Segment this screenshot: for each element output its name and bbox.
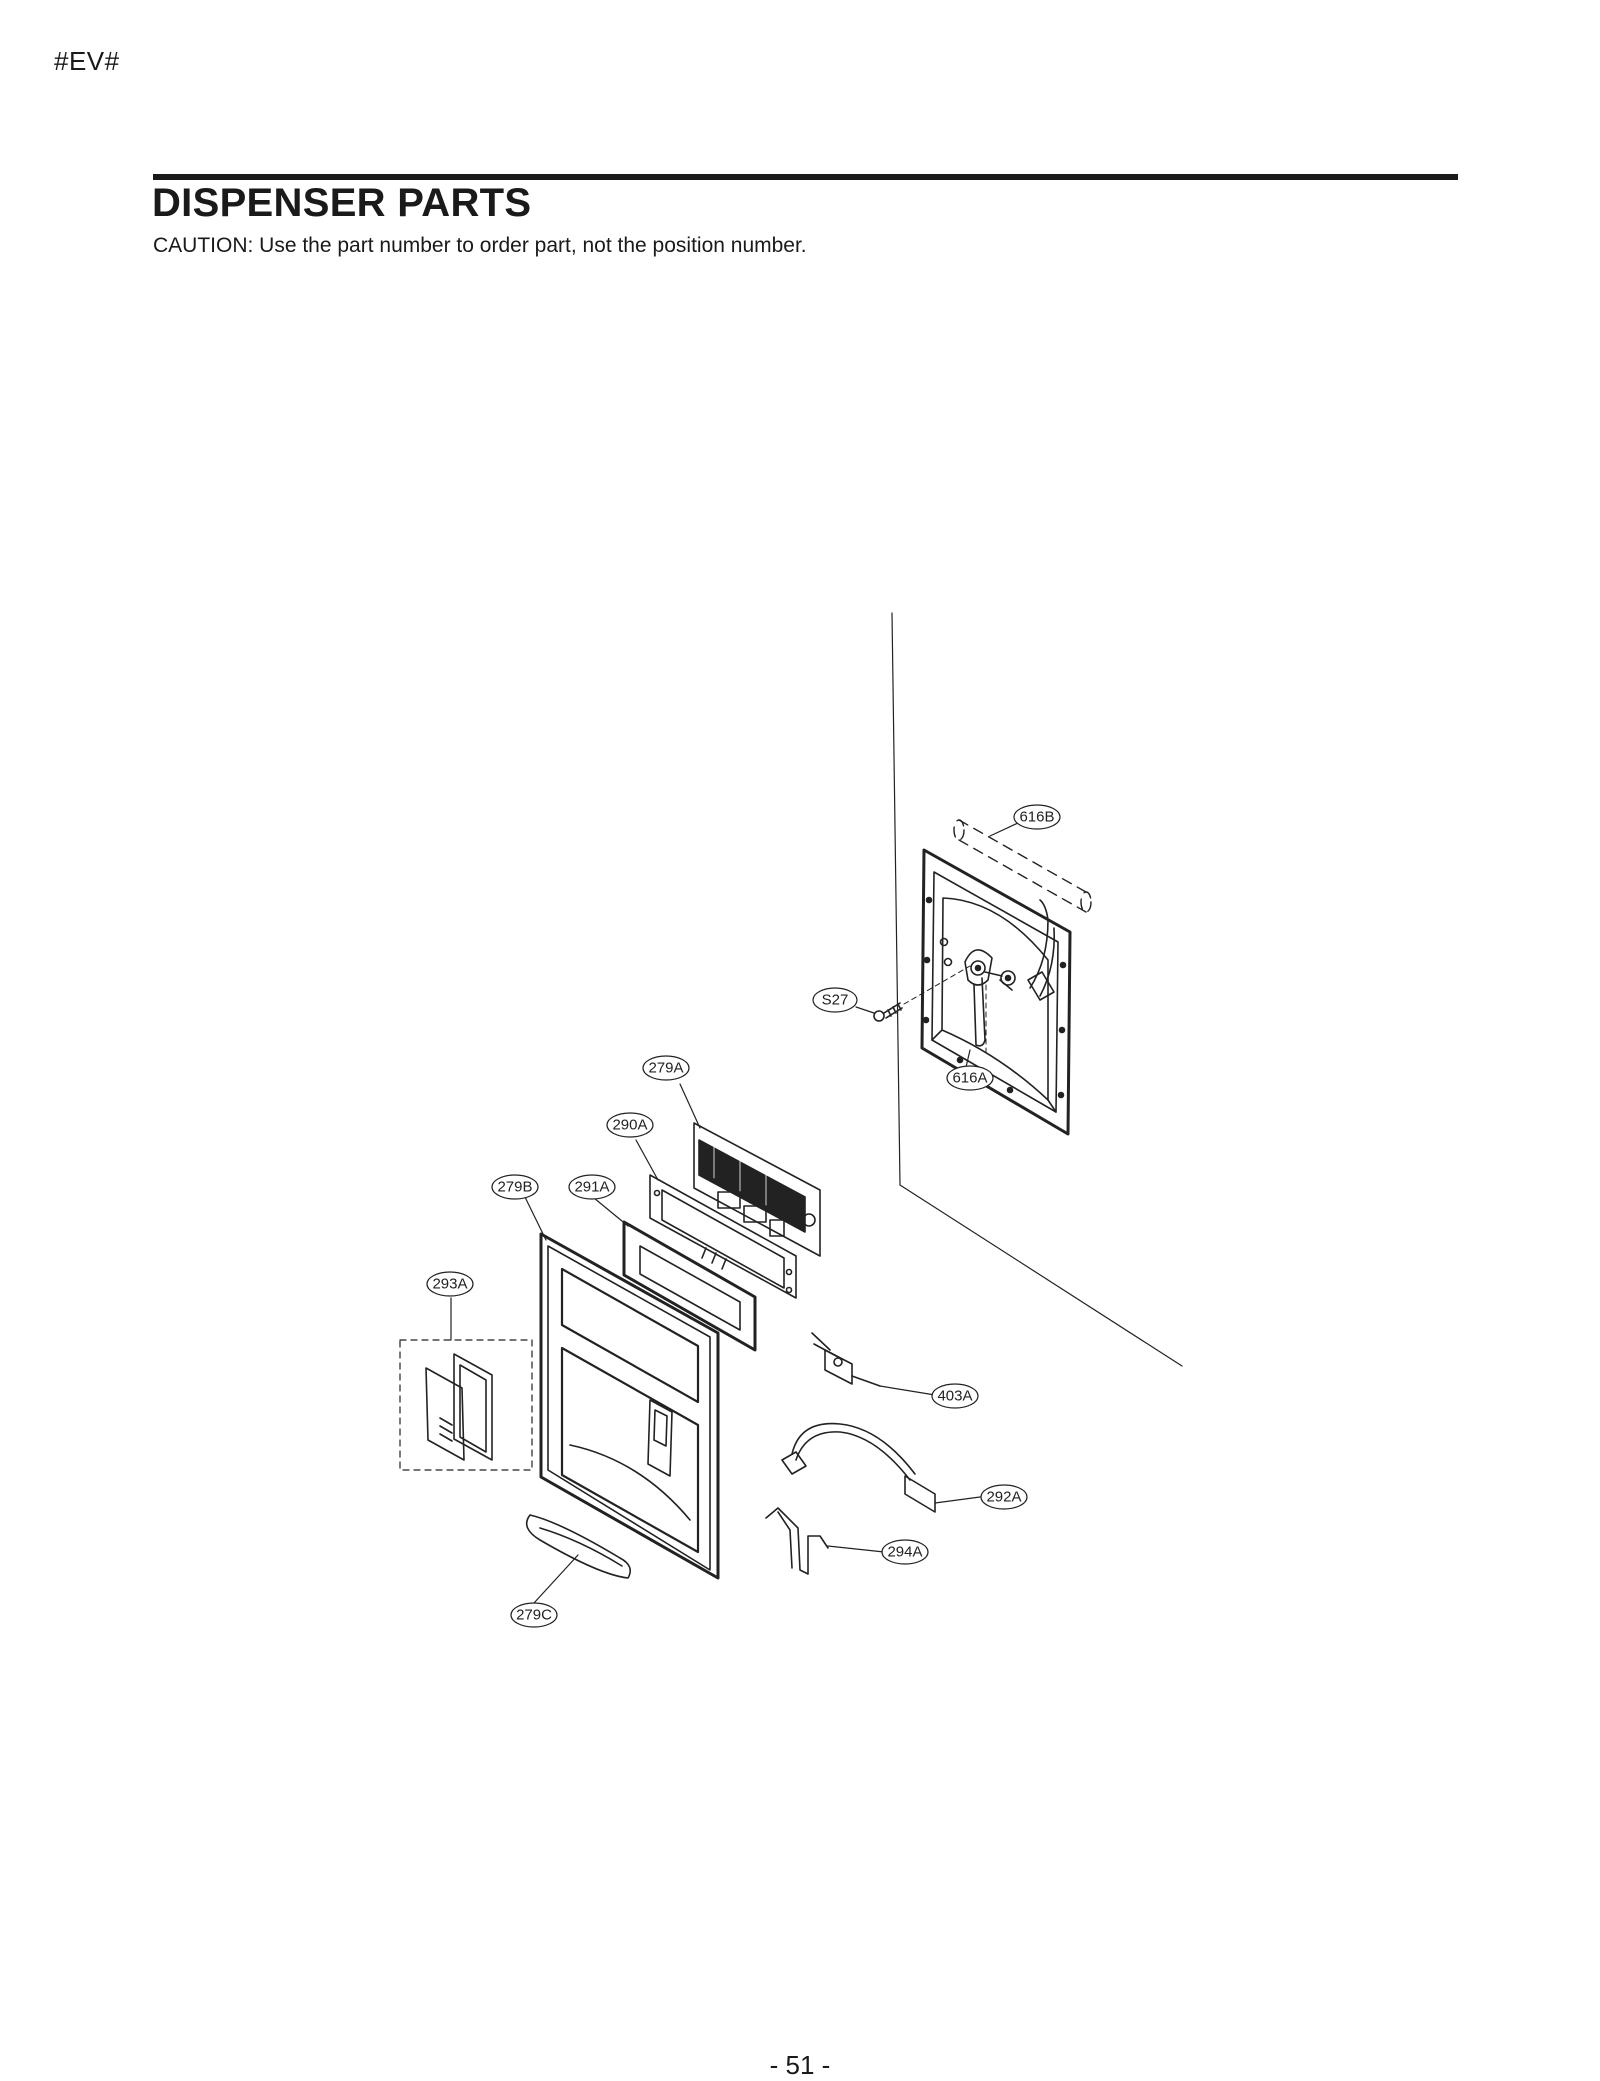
callout-label-290A: 290A (612, 1117, 647, 1134)
callout-279B (491, 1174, 539, 1200)
callout-294A (881, 1539, 929, 1565)
callout-label-616B: 616B (1019, 809, 1054, 826)
page-number: - 51 - (769, 2050, 831, 2080)
callout-label-293A: 293A (432, 1276, 467, 1293)
callout-label-292A: 292A (986, 1489, 1021, 1506)
callout-290A (606, 1112, 654, 1138)
callout-label-S27: S27 (822, 992, 849, 1009)
callout-293A (426, 1271, 474, 1297)
callout-616A (946, 1065, 994, 1091)
micro-switch-403A (811, 1332, 881, 1387)
callout-leaders (450, 822, 1019, 1604)
display-pcb-279A (693, 1122, 821, 1257)
callout-label-403A: 403A (937, 1388, 972, 1405)
lever-294A (765, 1507, 829, 1575)
duct-616B (953, 819, 1092, 913)
page-title: DISPENSER PARTS (152, 181, 532, 225)
callout-label-616A: 616A (952, 1070, 987, 1087)
caution-note: CAUTION: Use the part number to order pa… (153, 234, 807, 257)
callout-label-279B: 279B (497, 1179, 532, 1196)
dispenser-housing (920, 848, 1072, 1136)
callout-279A (642, 1055, 690, 1081)
actuator-293A (399, 1339, 533, 1471)
callout-279C (510, 1602, 558, 1628)
callout-label-294A: 294A (887, 1544, 922, 1561)
document-code: #EV# (54, 46, 120, 76)
display-frame-291A (622, 1220, 757, 1352)
dispenser-cover-279B (539, 1232, 720, 1580)
screw-S27 (873, 1002, 903, 1022)
pcb-bracket-290A (649, 1174, 797, 1299)
harness-292A (781, 1422, 936, 1513)
door-outline (891, 612, 1183, 1367)
callout-S27 (812, 987, 858, 1013)
callout-616B (1013, 804, 1061, 830)
callout-bubbles (426, 804, 1061, 1628)
callout-label-291A: 291A (574, 1179, 609, 1196)
callout-291A (568, 1174, 616, 1200)
callout-label-279C: 279C (516, 1607, 552, 1624)
paddle-279C (525, 1514, 631, 1579)
callout-403A (931, 1383, 979, 1409)
callout-292A (980, 1484, 1028, 1510)
screw-guide-line (903, 965, 971, 1005)
title-rule (153, 174, 1458, 180)
callout-label-279A: 279A (648, 1060, 683, 1077)
